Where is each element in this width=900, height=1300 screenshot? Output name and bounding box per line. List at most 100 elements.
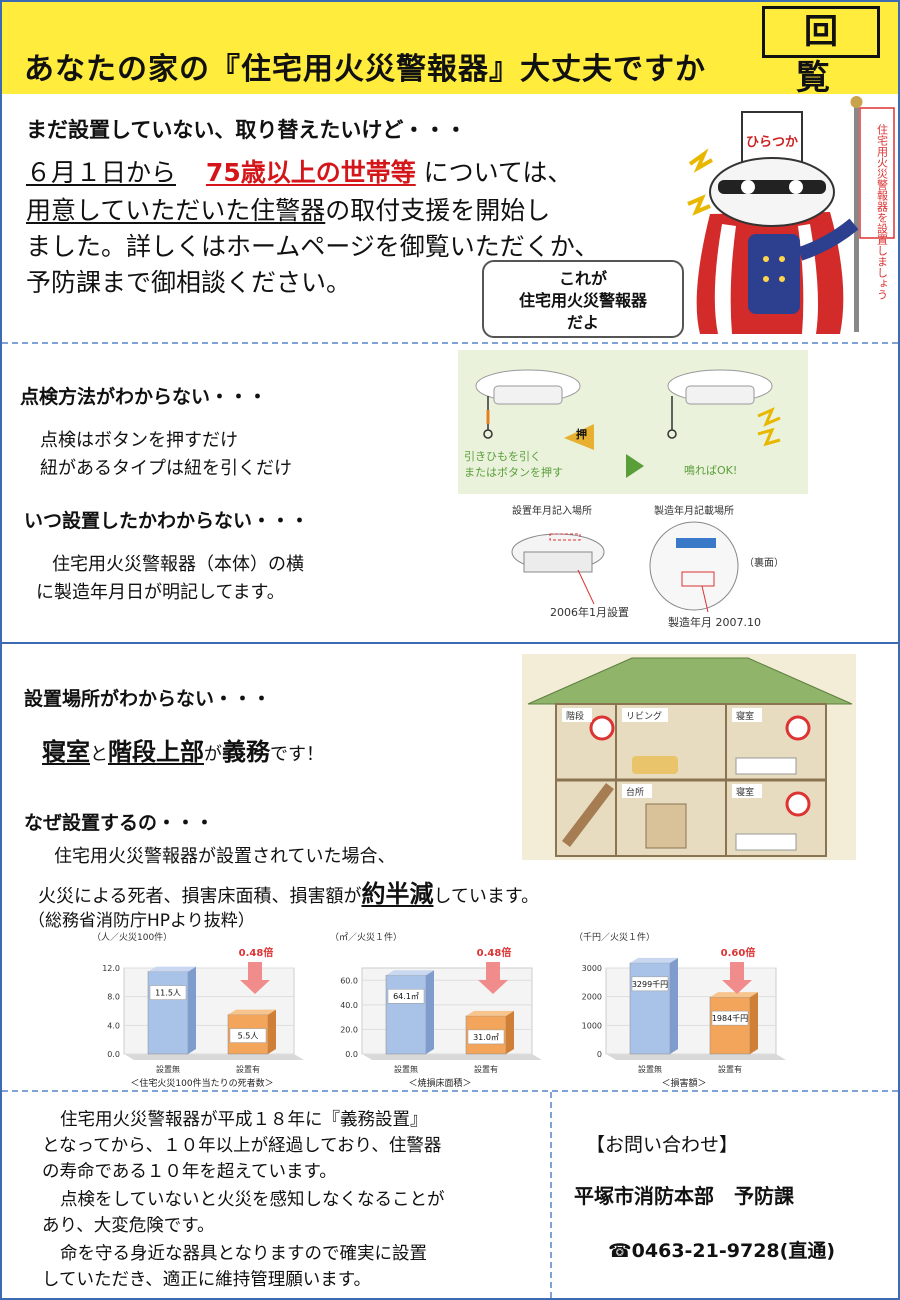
footer-line7: していただき、適正に維持管理願います。 xyxy=(42,1270,371,1290)
chart-value-box xyxy=(631,976,669,992)
chart-tick-label: 2000 xyxy=(582,993,602,1002)
chart-tick-label: 40.0 xyxy=(340,1001,358,1010)
fig-label2: 製造年月記載場所 xyxy=(654,504,734,517)
intro-text2: の取付支援を開始し xyxy=(325,196,551,225)
chart-floor-area: （㎡／火災１件）0.020.040.060.064.1㎡設置無31.0㎡設置有0… xyxy=(330,931,542,1089)
chart-tick-label: 20.0 xyxy=(340,1025,358,1034)
intro-line3: ました。詳しくはホームページを御覧いただくか、 xyxy=(26,232,600,261)
chart-ratio-arrow xyxy=(240,980,270,994)
chart-bar-top xyxy=(630,957,678,963)
chart-floor xyxy=(124,1054,304,1060)
chart-damage: （千円／火災１件）01000200030003299千円設置無1984千円設置有… xyxy=(574,931,786,1089)
chart-bar xyxy=(709,996,751,1055)
kairan-stamp: 回覧 xyxy=(762,6,880,98)
why-source: （総務省消防庁HPより抜粋） xyxy=(28,911,255,931)
intro-line2: 用意していただいた住警器の取付支援を開始し xyxy=(26,194,550,228)
chart-tick-label: 12.0 xyxy=(102,964,120,973)
label-location-figure: 設置年月記入場所 製造年月記載場所 2006年1月設置 （裏面） 製造年月 20… xyxy=(511,504,784,629)
room-label: リビング xyxy=(626,710,662,722)
room-label: 寝室 xyxy=(736,710,754,722)
contact-tel[interactable]: ☎0463-21-9728(直通) xyxy=(608,1240,836,1262)
chart-data-label: 3299千円 xyxy=(632,979,668,989)
chart-bar-side xyxy=(506,1010,514,1054)
why-half: 約半減 xyxy=(361,880,434,908)
fig-caption1a: 引きひもを引く xyxy=(464,449,541,463)
where-duty: 義務 xyxy=(222,738,270,766)
chart-bar-side xyxy=(188,966,196,1054)
chart-category-label: 設置有 xyxy=(236,1064,260,1074)
chart-tick-label: 0.0 xyxy=(345,1050,358,1059)
chart-ratio-label: 0.48倍 xyxy=(477,946,512,959)
chart-bar-top xyxy=(148,966,196,972)
divider xyxy=(2,1090,898,1092)
footer-line3: の寿命である１０年を超えています。 xyxy=(42,1162,337,1182)
contact-org: 平塚市消防本部 予防課 xyxy=(574,1184,794,1208)
chart-tick-label: 3000 xyxy=(582,964,602,973)
intro-heading: まだ設置していない、取り替えたいけど・・・ xyxy=(26,118,467,142)
chart-ratio-arrow xyxy=(486,962,500,980)
why-line1: 住宅用火災警報器が設置されていた場合、 xyxy=(54,846,396,867)
chart-data-label: 11.5人 xyxy=(155,989,181,998)
chart-category-label: 設置無 xyxy=(394,1064,418,1074)
chart-value-box xyxy=(149,985,187,1000)
chart-ratio-label: 0.48倍 xyxy=(239,946,274,959)
intro-line1: ６月１日から 75歳以上の世帯等 については、 xyxy=(26,156,572,190)
chart-tick-label: 0 xyxy=(597,1050,602,1059)
chart-tick-label: 60.0 xyxy=(340,976,358,985)
chart-tick-label: 0.0 xyxy=(107,1050,120,1059)
check-line1: 点検はボタンを押すだけ xyxy=(40,430,238,451)
why-text: 火災による死者、損害床面積、損害額が xyxy=(38,886,362,907)
divider xyxy=(2,342,898,344)
page-title: あなたの家の『住宅用火災警報器』大丈夫ですか xyxy=(24,52,706,87)
chart-value-box xyxy=(229,1028,267,1043)
chart-value-box xyxy=(387,988,425,1004)
chart-caption: ＜住宅火災100件当たりの死者数＞ xyxy=(130,1077,273,1089)
chart-bar xyxy=(385,974,427,1055)
footer-line2: となってから、１０年以上が経過しており、住警器 xyxy=(42,1136,442,1156)
chart-ratio-arrow xyxy=(722,980,752,994)
chart-caption: ＜損害額＞ xyxy=(661,1077,706,1089)
bubble-line3: だよ xyxy=(566,313,599,332)
chart-ratio-arrow xyxy=(248,962,262,980)
bubble-line1: これが xyxy=(558,269,607,288)
banner-text: 住宅用火災警報器を設置しましょう xyxy=(876,123,889,300)
why-heading: なぜ設置するの・・・ xyxy=(24,812,215,834)
chart-category-label: 設置無 xyxy=(638,1064,662,1074)
chart-floor xyxy=(362,1054,542,1060)
chart-bar-top xyxy=(228,1009,276,1015)
chart-data-label: 64.1㎡ xyxy=(393,992,419,1001)
fig-back: （裏面） xyxy=(744,556,784,569)
chart-category-label: 設置有 xyxy=(474,1064,498,1074)
where-main: 寝室と階段上部が義務です！ xyxy=(42,732,324,767)
fig-push-label: 押 xyxy=(576,427,587,441)
chart-bar-side xyxy=(750,992,758,1054)
bubble-line2: 住宅用火災警報器 xyxy=(518,291,647,310)
check-line2: 紐があるタイプは紐を引くだけ xyxy=(40,458,292,479)
divider xyxy=(550,1092,552,1298)
chart-value-box xyxy=(711,1010,749,1026)
house-figure: 階段 リビング 寝室 台所 寝室 xyxy=(522,654,856,860)
chart-tick-label: 4.0 xyxy=(107,1021,120,1030)
fig-date2: 製造年月 2007.10 xyxy=(668,615,761,629)
where-stairs: 階段上部 xyxy=(108,738,204,766)
where-and: と xyxy=(90,744,108,765)
footer-line1: 住宅用火災警報器が平成１８年に『義務設置』 xyxy=(60,1110,428,1130)
footer-line5: あり、大変危険です。 xyxy=(42,1216,215,1236)
chart-tick-label: 8.0 xyxy=(107,993,120,1002)
where-ga: が xyxy=(204,744,222,765)
chart-bar-top xyxy=(386,970,434,976)
chart-caption: ＜焼損床面積＞ xyxy=(408,1077,471,1089)
chart-bar-side xyxy=(426,970,434,1054)
contact-heading: 【お問い合わせ】 xyxy=(586,1134,739,1156)
room-label: 台所 xyxy=(626,786,644,798)
chart-bar xyxy=(147,971,189,1055)
header-banner: あなたの家の『住宅用火災警報器』大丈夫ですか 回覧 xyxy=(2,2,898,98)
chart-bar xyxy=(629,962,671,1055)
why-line2: 火災による死者、損害床面積、損害額が約半減しています。 xyxy=(38,874,539,909)
intro-line4: 予防課まで御相談ください。 xyxy=(26,268,352,297)
where-bedroom: 寝室 xyxy=(42,738,90,766)
chart-tick-label: 1000 xyxy=(582,1021,602,1030)
check-heading: 点検方法がわからない・・・ xyxy=(20,386,268,408)
room-label: 階段 xyxy=(566,710,584,722)
